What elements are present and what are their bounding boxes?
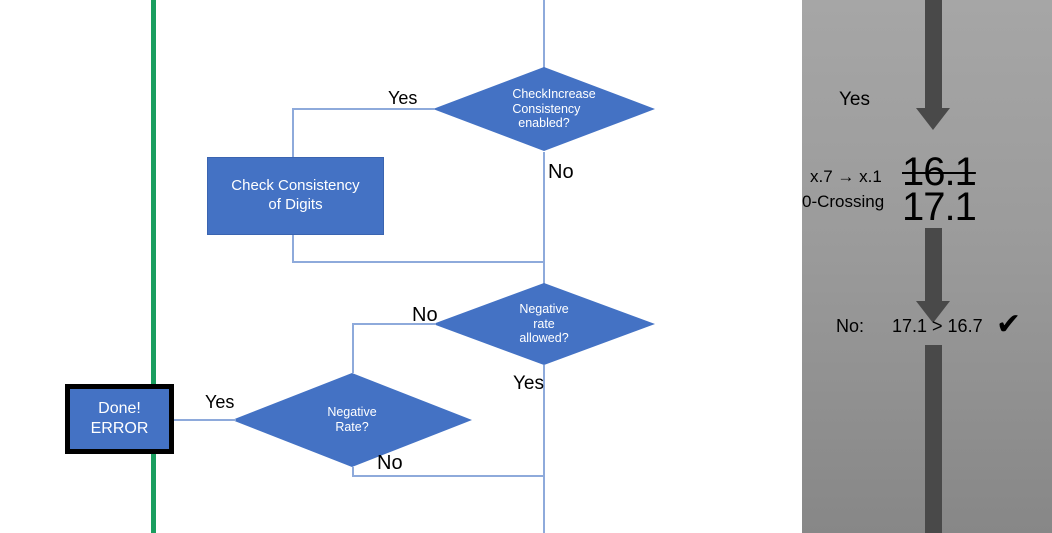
panel-rule-label: x.7 → x.1 bbox=[810, 167, 882, 186]
decision-negative-rate[interactable]: Negative Rate? bbox=[232, 373, 472, 467]
green-divider-rule bbox=[151, 0, 156, 533]
yes-branch-vertical-into-process bbox=[292, 108, 294, 157]
process-check-consistency-line1: Check Consistency bbox=[231, 177, 360, 195]
spine-connector-top bbox=[543, 0, 545, 108]
down-arrow-icon-middle-shaft bbox=[925, 228, 942, 303]
yes-branch-to-done-error bbox=[173, 419, 236, 421]
edge-label-yes-check-increase: Yes bbox=[388, 88, 418, 108]
process-check-consistency-of-digits[interactable]: Check Consistency of Digits bbox=[207, 157, 384, 235]
down-arrow-icon-middle-head bbox=[916, 301, 950, 323]
decision-negative-rate-line1: Negative Rate? bbox=[327, 405, 377, 434]
panel-crossing-label: 0-Crossing bbox=[802, 192, 885, 211]
panel-value-old: 16.1 bbox=[902, 150, 977, 194]
panel-result-comparison: 17.1 > 16.7 bbox=[892, 316, 983, 336]
check-mark-icon: ✔ bbox=[996, 308, 1022, 341]
decision-negative-rate-allowed-line1: Negative rate bbox=[519, 301, 569, 331]
process-rejoin-vertical bbox=[292, 235, 294, 263]
panel-value-new: 17.1 bbox=[902, 185, 977, 229]
decision-negative-rate-allowed[interactable]: Negative rate allowed? bbox=[433, 283, 655, 365]
down-arrow-icon-top-shaft bbox=[925, 0, 942, 110]
process-rejoin-horizontal bbox=[292, 261, 545, 263]
no-branch-horizontal-negative-rate bbox=[352, 475, 545, 477]
edge-label-no-negative-rate: No bbox=[377, 452, 403, 474]
spine-connector-lower bbox=[543, 365, 545, 533]
edge-label-no-check-increase: No bbox=[548, 161, 574, 183]
decision-check-increase-consistency[interactable]: CheckIncrease Consistency enabled? bbox=[433, 67, 655, 151]
no-branch-horizontal-negative-allowed bbox=[352, 323, 436, 325]
decision-negative-rate-allowed-line2: allowed? bbox=[519, 331, 569, 346]
terminator-done-error[interactable]: Done! ERROR bbox=[65, 384, 174, 454]
no-branch-vertical-negative-rate bbox=[352, 467, 354, 476]
terminator-done-error-line2: ERROR bbox=[90, 420, 149, 437]
right-detail-panel: Yes x.7 → x.1 0-Crossing 16.1 17.1 No: 1… bbox=[802, 0, 1052, 533]
edge-label-yes-negative-rate-allowed: Yes bbox=[513, 373, 544, 394]
panel-branch-label-yes: Yes bbox=[839, 89, 870, 110]
spine-connector-mid bbox=[543, 152, 545, 322]
down-arrow-icon-top-head bbox=[916, 108, 950, 130]
decision-check-increase-line2: Consistency bbox=[512, 101, 581, 116]
edge-label-yes-negative-rate: Yes bbox=[205, 392, 235, 412]
process-check-consistency-line2: of Digits bbox=[268, 196, 323, 213]
panel-result-prefix: No: bbox=[836, 316, 865, 336]
no-branch-vertical-negative-allowed bbox=[352, 323, 354, 373]
down-arrow-shaft-icon-bottom bbox=[925, 345, 942, 533]
edge-label-no-negative-rate-allowed: No bbox=[412, 304, 438, 326]
decision-check-increase-line3: enabled? bbox=[518, 116, 570, 131]
decision-check-increase-line1: CheckIncrease bbox=[512, 86, 596, 101]
yes-branch-horizontal-top bbox=[292, 108, 435, 110]
terminator-done-error-line1: Done! bbox=[98, 400, 141, 417]
